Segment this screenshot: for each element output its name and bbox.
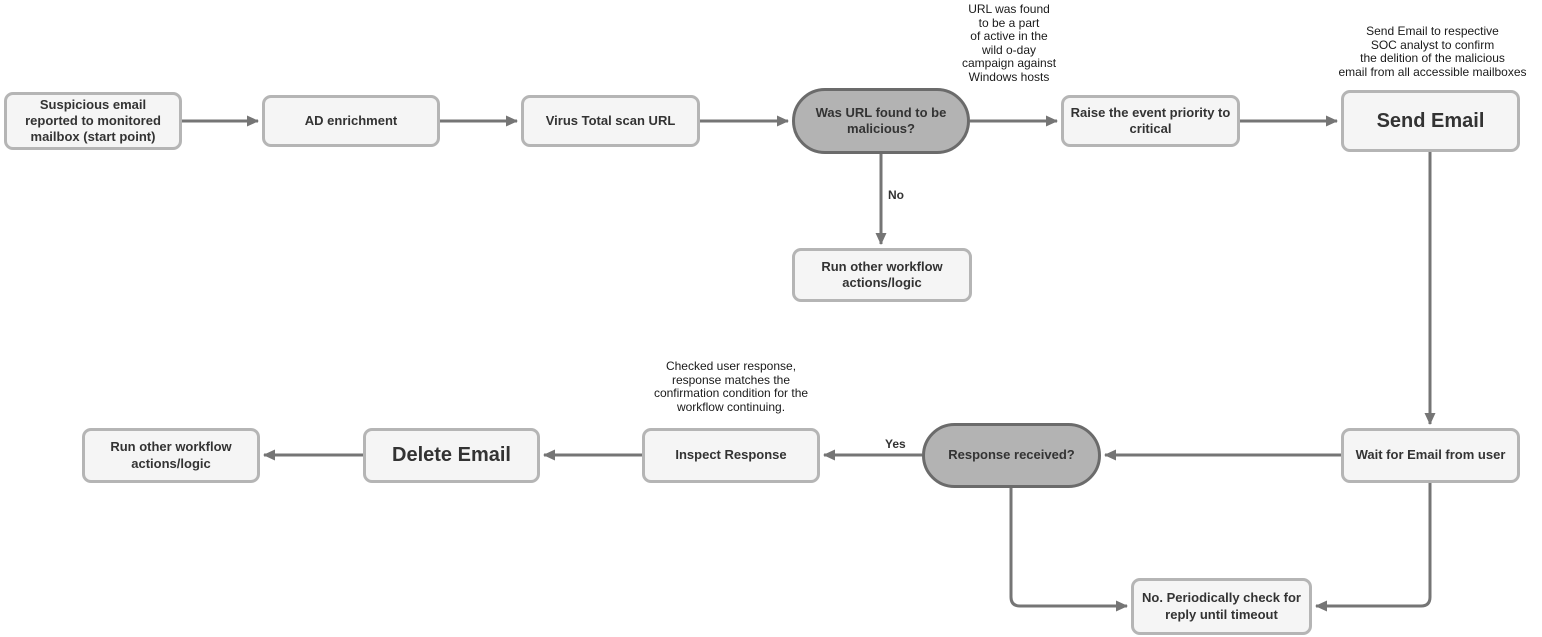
- annotation-zero-day-campaign: URL was found to be a part of active in …: [961, 2, 1057, 84]
- node-virus-total-scan: Virus Total scan URL: [521, 95, 700, 147]
- edge-label-no: No: [886, 188, 906, 202]
- annotation-send-email-note: Send Email to respective SOC analyst to …: [1338, 24, 1527, 79]
- node-start: Suspicious email reported to monitored m…: [4, 92, 182, 150]
- edge-response-received-to-periodic-check: [1009, 488, 1128, 612]
- node-wait-for-email: Wait for Email from user: [1341, 428, 1520, 483]
- node-periodic-check: No. Periodically check for reply until t…: [1131, 578, 1312, 635]
- node-delete-email: Delete Email: [363, 428, 540, 483]
- node-inspect-response: Inspect Response: [642, 428, 820, 483]
- node-run-other-workflow-no-branch: Run other workflow actions/logic: [792, 248, 972, 302]
- edge-wait-for-email-to-periodic-check: [1315, 483, 1432, 612]
- node-raise-priority: Raise the event priority to critical: [1061, 95, 1240, 147]
- node-send-email: Send Email: [1341, 90, 1520, 152]
- node-run-other-workflow-end: Run other workflow actions/logic: [82, 428, 260, 483]
- node-decision-url-malicious: Was URL found to be malicious?: [792, 88, 970, 154]
- annotation-inspect-response-note: Checked user response, response matches …: [653, 359, 809, 414]
- node-decision-response-received: Response received?: [922, 423, 1101, 488]
- node-ad-enrichment: AD enrichment: [262, 95, 440, 147]
- edge-label-yes: Yes: [883, 437, 908, 451]
